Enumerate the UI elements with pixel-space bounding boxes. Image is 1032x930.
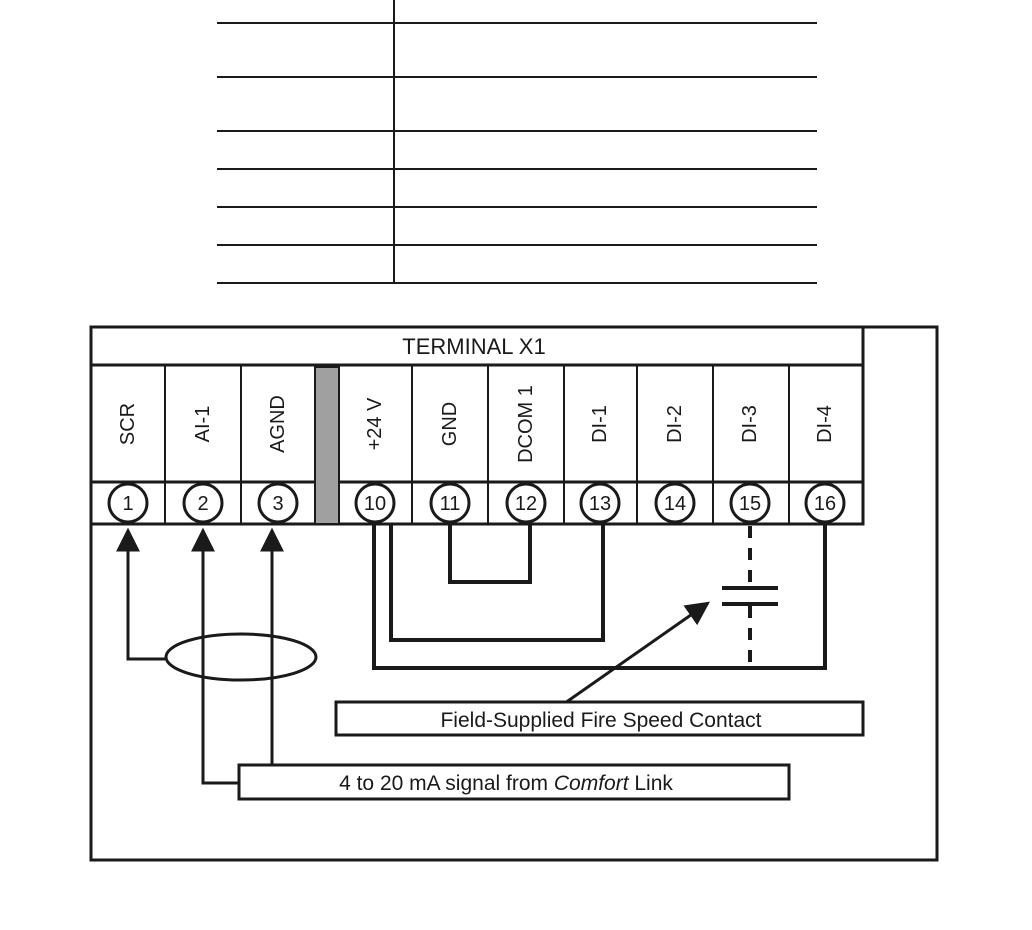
terminal-number: 2 [197, 493, 208, 515]
terminal-screw-circle [257, 482, 299, 524]
jumper-gnd-to-dcom1 [448, 524, 532, 584]
terminal-label: DCOM 1 [515, 385, 537, 463]
terminal-label-row [89, 363, 865, 526]
signal-box [237, 763, 791, 801]
terminal-label: DI-3 [739, 405, 761, 443]
terminal-screw-circle [107, 482, 149, 524]
terminal-number: 13 [589, 493, 611, 515]
scr-wire [116, 527, 165, 661]
terminal-number: 16 [814, 493, 836, 515]
terminal-label: AI-1 [192, 406, 214, 443]
terminal-screw-circle [429, 482, 471, 524]
signal-label-suffix: Link [629, 772, 674, 795]
terminal-number: 3 [272, 493, 283, 515]
terminal-screw-circle [505, 482, 547, 524]
signal-label-prefix: 4 to 20 mA signal from [339, 772, 554, 795]
terminal-screw-circle [354, 482, 396, 524]
wiring [116, 524, 827, 785]
terminal-screw-circle [654, 482, 696, 524]
terminal-screw-circle [804, 482, 846, 524]
terminal-number: 1 [122, 493, 133, 515]
terminal-number: 14 [664, 493, 686, 515]
terminal-number: 10 [364, 493, 386, 515]
terminal-separator-bar [314, 366, 340, 525]
empty-table [217, 0, 817, 284]
terminal-title: TERMINAL X1 [402, 334, 545, 359]
terminal-number: 15 [739, 493, 761, 515]
ai1-wire [191, 527, 239, 785]
terminal-number: 12 [515, 493, 537, 515]
terminal-label: DI-1 [589, 405, 611, 443]
signal-label: 4 to 20 mA signal from Comfort Link [339, 772, 673, 795]
shield-ellipse [164, 632, 318, 682]
terminal-screw-circle [182, 482, 224, 524]
terminal-screw-circle [579, 482, 621, 524]
terminal-screw-circle [729, 482, 771, 524]
signal-label-italic: Comfort [554, 772, 630, 795]
terminal-block: TERMINAL X1 SCR 1 AI-1 2 AGND 3 +24 V 10 GND 11 DC… [89, 325, 865, 526]
fire-speed-callout: Field-Supplied Fire Speed Contact [334, 700, 865, 737]
terminal-label: AGND [267, 395, 289, 453]
terminal-label: +24 V [364, 397, 386, 450]
terminal-cells: SCR 1 AI-1 2 AGND 3 +24 V 10 GND 11 DCOM 1 12 DI-1 13… [107, 365, 846, 524]
terminal-number: 11 [440, 493, 461, 515]
terminal-label: GND [439, 402, 461, 446]
signal-callout: 4 to 20 mA signal from Comfort Link [237, 763, 791, 801]
fire-speed-pointer-arrow [564, 601, 710, 705]
terminal-label: DI-4 [814, 405, 836, 443]
jumper-di1-loop [389, 524, 605, 642]
terminal-label: DI-2 [664, 405, 686, 443]
terminal-label: SCR [117, 403, 139, 445]
fire-speed-label: Field-Supplied Fire Speed Contact [440, 709, 761, 732]
jumper-24v-to-di4 [372, 524, 827, 670]
fire-speed-box [334, 700, 865, 737]
